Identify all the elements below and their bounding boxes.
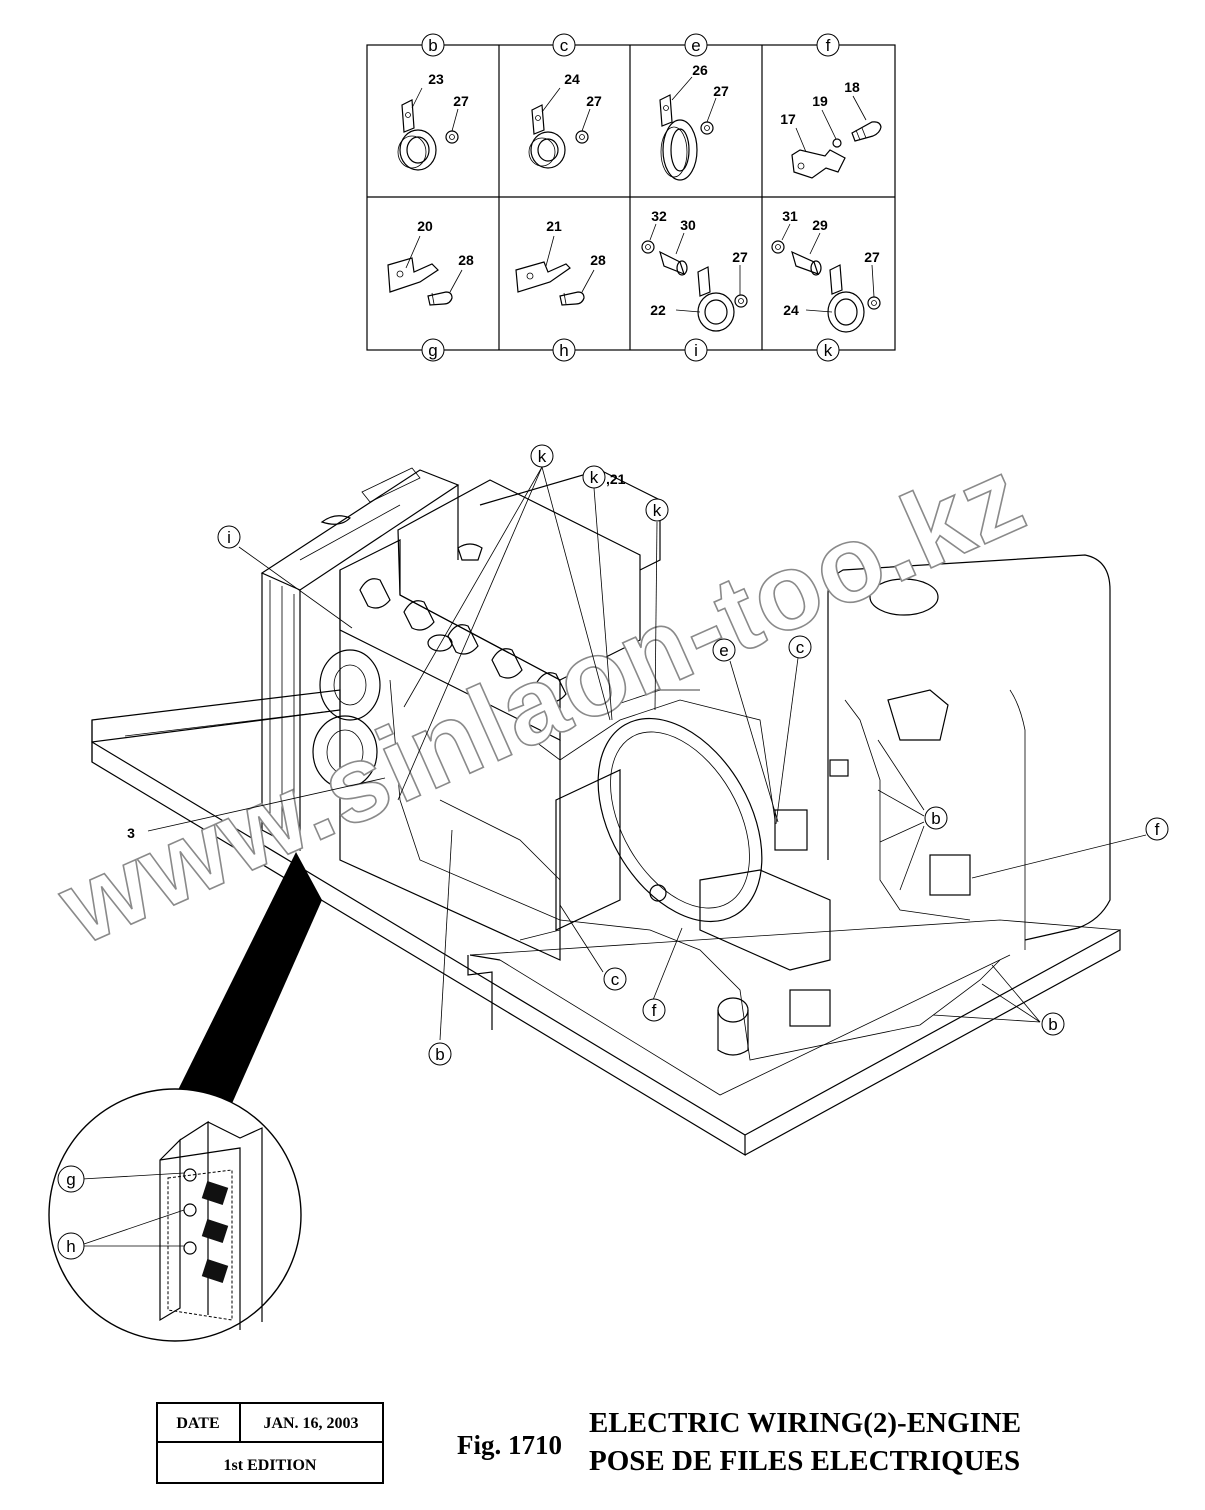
- bracket-17-drawing: [791, 95, 882, 179]
- part-31: 31: [782, 208, 798, 224]
- part-24-k: 24: [783, 302, 799, 318]
- svg-text:e: e: [719, 641, 728, 660]
- date-value: JAN. 16, 2003: [263, 1415, 358, 1432]
- bracket-21-drawing: [515, 235, 595, 306]
- grid-label-b: b: [421, 33, 445, 57]
- engine-assembly: [91, 467, 1121, 1157]
- clamp-24-drawing: [528, 87, 591, 169]
- callout-f-bottom: f: [642, 998, 666, 1022]
- detail-inset: [48, 852, 322, 1342]
- svg-text:b: b: [428, 36, 437, 55]
- connector-3: [183, 1241, 229, 1283]
- grid-label-k: k: [816, 338, 840, 362]
- svg-text:e: e: [691, 36, 700, 55]
- part-27-b: 27: [453, 93, 469, 109]
- part-28-h: 28: [590, 252, 606, 268]
- inset-callout-h: h: [57, 1232, 85, 1260]
- svg-text:c: c: [611, 970, 620, 989]
- svg-text:i: i: [694, 341, 698, 360]
- callout-b-lower-right: b: [1041, 1012, 1065, 1036]
- svg-text:k: k: [538, 447, 547, 466]
- svg-text:k: k: [653, 501, 662, 520]
- svg-text:h: h: [559, 341, 568, 360]
- part-27-k: 27: [864, 249, 880, 265]
- callout-b-bottom: b: [428, 1042, 452, 1066]
- svg-text:h: h: [66, 1237, 75, 1256]
- callout-c-top: c: [788, 635, 812, 659]
- part-26: 26: [692, 62, 708, 78]
- figure-number: Fig. 1710: [457, 1430, 562, 1460]
- svg-text:g: g: [66, 1170, 75, 1189]
- svg-text:f: f: [652, 1001, 657, 1020]
- svg-text:,21: ,21: [606, 471, 626, 487]
- part-27-c: 27: [586, 93, 602, 109]
- part-32: 32: [651, 208, 667, 224]
- svg-text:f: f: [826, 36, 831, 55]
- callout-e: e: [712, 638, 736, 662]
- connector-1: [183, 1168, 229, 1205]
- grid-label-g: g: [421, 338, 445, 362]
- svg-text:f: f: [1155, 820, 1160, 839]
- callout-b-right: b: [924, 806, 948, 830]
- part-30: 30: [680, 217, 696, 233]
- part-28-g: 28: [458, 252, 474, 268]
- clamp-23-drawing: [397, 87, 459, 171]
- part-23: 23: [428, 71, 444, 87]
- grid-label-c: c: [552, 33, 576, 57]
- title-english: ELECTRIC WIRING(2)-ENGINE: [589, 1407, 1021, 1439]
- grid-label-f: f: [816, 33, 840, 57]
- svg-text:g: g: [428, 341, 437, 360]
- part-18: 18: [844, 79, 860, 95]
- edition: 1st EDITION: [224, 1457, 317, 1474]
- watermark: www.sinlaon-too.kz: [41, 433, 1041, 967]
- svg-text:b: b: [435, 1045, 444, 1064]
- part-27-e: 27: [713, 83, 729, 99]
- svg-text:c: c: [560, 36, 569, 55]
- callout-leaders: [147, 466, 1147, 1041]
- callout-k-3: k: [645, 498, 669, 522]
- svg-text:i: i: [227, 528, 231, 547]
- clamp-24-standoff-drawing: [771, 223, 881, 333]
- date-label: DATE: [176, 1415, 219, 1432]
- part-27-i: 27: [732, 249, 748, 265]
- grid-label-e: e: [684, 33, 708, 57]
- title-french: POSE DE FILES ELECTRIQUES: [589, 1445, 1020, 1477]
- callout-i: i: [217, 525, 241, 549]
- svg-text:k: k: [590, 468, 599, 487]
- part-22: 22: [650, 302, 666, 318]
- svg-text:b: b: [1048, 1015, 1057, 1034]
- part-24-c: 24: [564, 71, 580, 87]
- svg-text:k: k: [824, 341, 833, 360]
- clamp-26-drawing: [659, 76, 717, 181]
- svg-text:c: c: [796, 638, 805, 657]
- callout-c-bottom: c: [603, 967, 627, 991]
- bracket-20-drawing: [387, 235, 463, 306]
- callout-f-right: f: [1145, 817, 1169, 841]
- grid-label-i: i: [684, 338, 708, 362]
- part-19: 19: [812, 93, 828, 109]
- callout-k-1: k: [530, 444, 554, 468]
- clamp-22-drawing: [641, 223, 748, 332]
- part-17: 17: [780, 111, 796, 127]
- part-20: 20: [417, 218, 433, 234]
- part-21: 21: [546, 218, 562, 234]
- grid-label-h: h: [552, 338, 576, 362]
- part-3-label: 3: [127, 825, 135, 841]
- inset-callout-g: g: [57, 1165, 85, 1193]
- title-block: DATE JAN. 16, 2003 1st EDITION: [156, 1402, 384, 1484]
- part-29: 29: [812, 217, 828, 233]
- callout-k-21: k ,21: [582, 465, 626, 489]
- detail-grid: b c e f g h i k 23 27: [366, 33, 896, 362]
- svg-text:b: b: [931, 809, 940, 828]
